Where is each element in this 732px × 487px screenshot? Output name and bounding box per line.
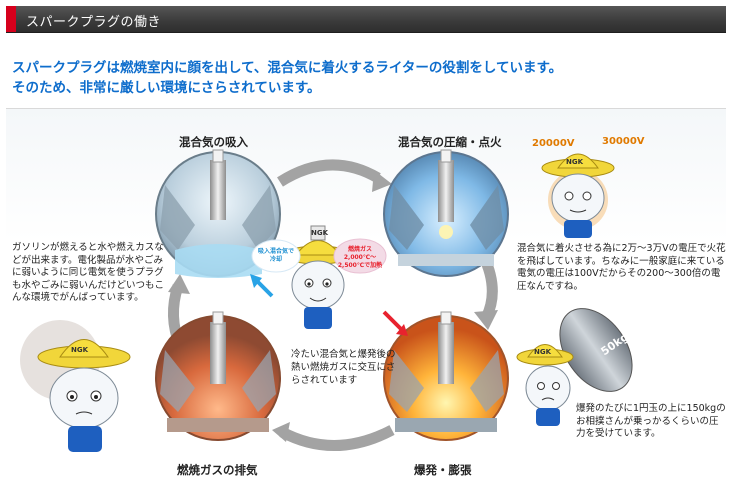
cylinder-exhaust <box>155 311 281 441</box>
voltage-mascot <box>541 153 615 238</box>
brand-ngk-voltage: NGK <box>566 158 584 166</box>
stage-label-combustion: 爆発・膨張 <box>414 463 472 477</box>
brand-ngk-center: NGK <box>311 229 329 237</box>
intro-line-2: そのため、非常に厳しい環境にさらされています。 <box>12 80 321 96</box>
hot-bubble <box>333 238 387 274</box>
cylinder-compression <box>383 149 509 277</box>
arrow-head-1 <box>372 170 392 192</box>
bubble-cold-text: 吸入混合気で冷却 <box>257 248 294 263</box>
arrow-head-2 <box>474 310 498 330</box>
cylinder-intake <box>155 149 281 278</box>
note-pressure: 爆発のたびに1円玉の上に150kgのお相撲さんが乗っかるくらいの圧力を受けていま… <box>576 403 726 439</box>
stage-label-exhaust: 燃焼ガスの排気 <box>177 463 258 477</box>
badge-20000v: 20000V <box>532 138 575 149</box>
section-header: スパークプラグの働き <box>6 6 726 33</box>
arrow-combustion-to-exhaust <box>279 425 395 451</box>
section-title: スパークプラグの働き <box>26 15 162 30</box>
center-caption: 冷たい混合気と爆発後の熱い燃焼ガスに交互にさらされています <box>291 349 396 386</box>
hot-arrow <box>382 310 404 332</box>
cold-bubble <box>251 239 301 273</box>
bubble-hot-text: 燃焼ガス 2,000℃～2,500℃で加熱 <box>337 246 383 269</box>
left-mascot <box>20 320 131 452</box>
stage-label-compression: 混合気の圧縮・点火 <box>398 135 502 149</box>
cylinder-combustion <box>383 311 509 441</box>
badge-30000v: 30000V <box>602 136 645 147</box>
note-voltage: 混合気に着火させる為に2万～3万Vの電圧で火花を飛ばしています。ちなみに一般家庭… <box>517 243 726 292</box>
pressure-mascot <box>516 308 633 426</box>
arrow-head-3 <box>272 422 290 442</box>
brand-ngk-pressure: NGK <box>534 348 552 356</box>
stage-label-intake: 混合気の吸入 <box>179 135 248 149</box>
header-accent-mark <box>6 6 16 32</box>
note-left: ガソリンが燃えると水や燃えカスなどが出来ます。電化製品が水やごみに弱いように同じ… <box>12 242 165 303</box>
intro-line-1: スパークプラグは燃焼室内に顔を出して、混合気に着火するライターの役割をしています… <box>12 60 563 76</box>
cold-arrow <box>254 278 274 298</box>
intro-text: スパークプラグは燃焼室内に顔を出して、混合気に着火するライターの役割をしています… <box>12 58 712 98</box>
arrow-head-4 <box>168 274 190 294</box>
center-mascot <box>283 225 353 329</box>
brand-ngk-left: NGK <box>71 346 89 354</box>
divider <box>6 108 726 109</box>
arrow-intake-to-compression <box>277 159 381 187</box>
